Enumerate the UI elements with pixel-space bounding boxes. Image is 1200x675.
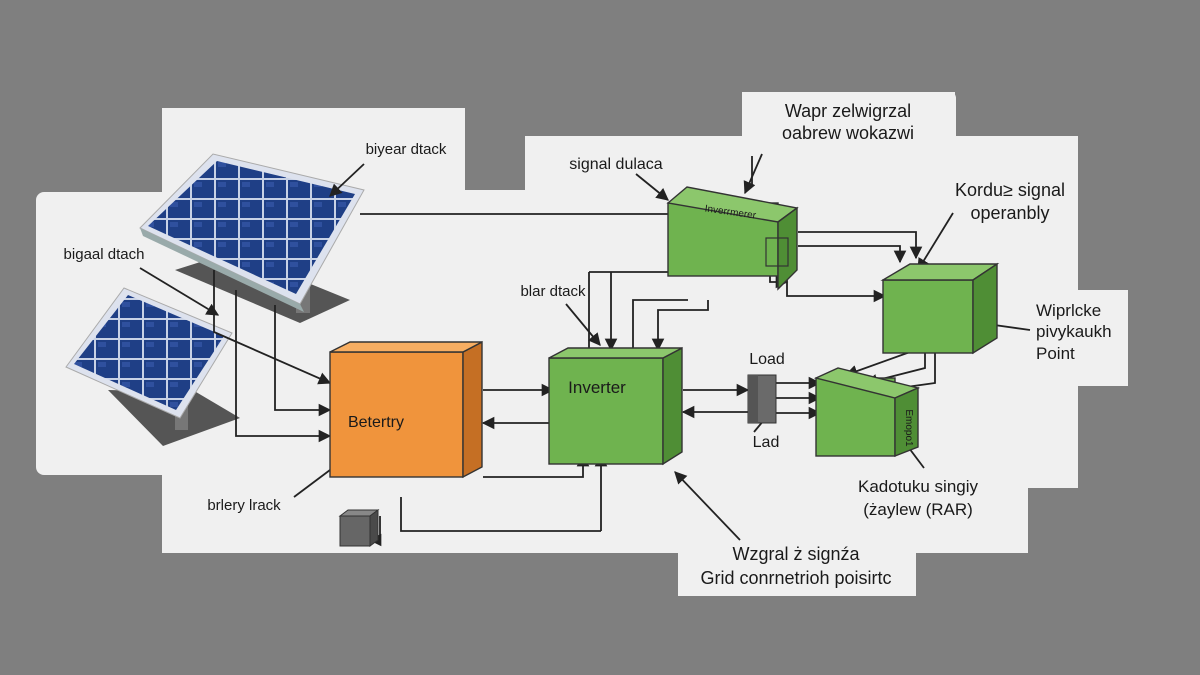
kordu-line1: Kordu≥ signal xyxy=(955,180,1065,200)
signal-label: signal dulaca xyxy=(569,156,663,173)
load-connector xyxy=(747,374,777,424)
inverter-block xyxy=(548,346,683,466)
terminal-box xyxy=(338,509,380,547)
kadotu-line1: Kadotuku singiy xyxy=(858,477,979,496)
inverter-label: Inverter xyxy=(568,378,626,397)
load-bottom-label: Lad xyxy=(753,434,780,451)
panel-top-label: biyear dtack xyxy=(366,141,447,158)
panel-left-label: bigaal dtach xyxy=(64,246,145,263)
top-green-module xyxy=(666,186,799,291)
wipr-line1: Wiprlcke xyxy=(1036,301,1101,320)
wires xyxy=(139,153,1031,547)
kadotu-line2: (żaylew (RAR) xyxy=(863,500,973,519)
solar-panel-left xyxy=(65,287,240,446)
battery-label: Betertry xyxy=(348,414,404,431)
wipr-line2: pivykaukh xyxy=(1036,322,1112,341)
battery-block xyxy=(329,340,483,479)
wzgral-line2: Grid conrnetrioh poisirtc xyxy=(700,568,891,588)
kordu-line2: operanbly xyxy=(970,203,1049,223)
lower-module-label: Emopo1 xyxy=(903,409,914,447)
biar-label: blar dtack xyxy=(520,283,586,300)
wipr-line3: Point xyxy=(1036,344,1075,363)
brlery-label: brlery lrack xyxy=(207,497,281,514)
labels: Wapr zelwigrzal oabrew wokazwi signal du… xyxy=(64,101,1112,588)
top-callout-line2: oabrew wokazwi xyxy=(782,123,914,143)
load-top-label: Load xyxy=(749,351,785,368)
right-green-module-upper xyxy=(880,262,1000,355)
top-callout-line1: Wapr zelwigrzal xyxy=(785,101,911,121)
right-green-module-lower xyxy=(813,367,921,458)
wzgral-line1: Wzgral ż signźa xyxy=(732,544,860,564)
solar-panel-top xyxy=(139,153,365,323)
